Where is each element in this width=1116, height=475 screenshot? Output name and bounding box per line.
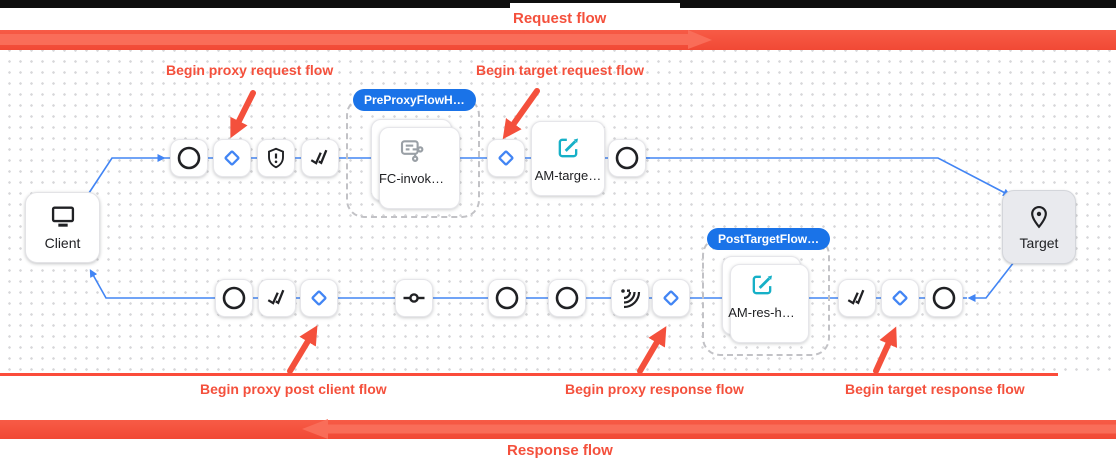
annotation-begin-proxy-response-flow: Begin proxy response flow <box>565 381 744 397</box>
response-step-verify-node-1[interactable] <box>258 279 296 317</box>
double-check-icon <box>267 289 285 305</box>
edge-target-to-response-row <box>967 261 1015 302</box>
response-flow-arrow <box>302 419 1116 439</box>
request-flow-label-background <box>510 3 680 29</box>
policy-label: AM-res-h… <box>728 305 795 320</box>
assign-message-response-card[interactable]: AM-res-h… <box>722 256 809 343</box>
proxy-post-client-flow-diamond-node[interactable] <box>300 279 338 317</box>
monitor-icon <box>51 206 74 227</box>
double-check-icon <box>847 289 865 305</box>
policy-label: AM-targe… <box>534 168 602 183</box>
shield-check-icon <box>268 147 284 169</box>
annotation-begin-target-response-flow: Begin target response flow <box>845 381 1025 397</box>
response-step-broadcast-node[interactable] <box>611 279 649 317</box>
edge-response-to-client <box>89 269 217 299</box>
edge-client-to-request-row <box>86 154 166 197</box>
circle-icon <box>177 146 201 170</box>
edge-request-to-target <box>646 157 1011 197</box>
circle-icon <box>615 146 639 170</box>
pre-proxy-flowhook-badge[interactable]: PreProxyFlowH… <box>353 89 476 111</box>
annotation-begin-proxy-post-client-flow: Begin proxy post client flow <box>200 381 387 397</box>
response-step-verify-node-2[interactable] <box>838 279 876 317</box>
endpoint-label: Client <box>44 235 81 251</box>
target-request-flow-diamond-node[interactable] <box>487 139 525 177</box>
proxy-response-flow-diamond-node[interactable] <box>652 279 690 317</box>
client-endpoint[interactable]: Client <box>25 192 100 263</box>
response-step-circle-node-4[interactable] <box>925 279 963 317</box>
location-pin-icon <box>1031 205 1047 228</box>
flow-callout-policy-card[interactable]: FC-invok… <box>371 119 460 209</box>
diamond-icon <box>892 290 908 306</box>
broadcast-icon <box>621 289 641 309</box>
target-response-flow-diamond-node[interactable] <box>881 279 919 317</box>
request-step-circle-node-2[interactable] <box>608 139 646 177</box>
route-icon <box>403 293 425 303</box>
circle-icon <box>222 286 246 310</box>
target-endpoint[interactable]: Target <box>1002 190 1076 264</box>
response-step-circle-node-2[interactable] <box>488 279 526 317</box>
request-step-shield-node[interactable] <box>257 139 295 177</box>
response-step-circle-node-1[interactable] <box>215 279 253 317</box>
circle-icon <box>495 286 519 310</box>
annotation-begin-target-request-flow: Begin target request flow <box>476 62 645 78</box>
circle-icon <box>555 286 579 310</box>
response-step-route-node[interactable] <box>395 279 433 317</box>
diamond-icon <box>224 150 240 166</box>
annotation-begin-proxy-request-flow: Begin proxy request flow <box>166 62 334 78</box>
response-flow-banner: Response flow <box>507 442 613 459</box>
post-target-flowhook-badge[interactable]: PostTargetFlow… <box>707 228 831 250</box>
response-divider-line <box>0 373 1058 376</box>
response-step-circle-node-3[interactable] <box>548 279 586 317</box>
circle-icon <box>932 286 956 310</box>
request-flow-arrow <box>0 30 712 49</box>
diamond-icon <box>663 290 679 306</box>
request-step-verify-node[interactable] <box>301 139 339 177</box>
flow-callout-icon <box>400 139 423 162</box>
diamond-icon <box>311 290 327 306</box>
request-step-circle-node-1[interactable] <box>170 139 208 177</box>
dot-grid-background <box>0 50 1116 375</box>
diamond-icon <box>498 150 514 166</box>
assign-message-target-card[interactable]: AM-targe… <box>531 121 605 196</box>
request-flow-banner: Request flow <box>513 10 607 27</box>
double-check-icon <box>310 149 328 165</box>
policy-label: FC-invok… <box>378 170 444 186</box>
endpoint-label: Target <box>1019 234 1059 251</box>
edit-square-icon <box>752 275 772 295</box>
proxy-request-flow-diamond-node[interactable] <box>213 139 251 177</box>
edit-square-icon <box>558 138 579 158</box>
